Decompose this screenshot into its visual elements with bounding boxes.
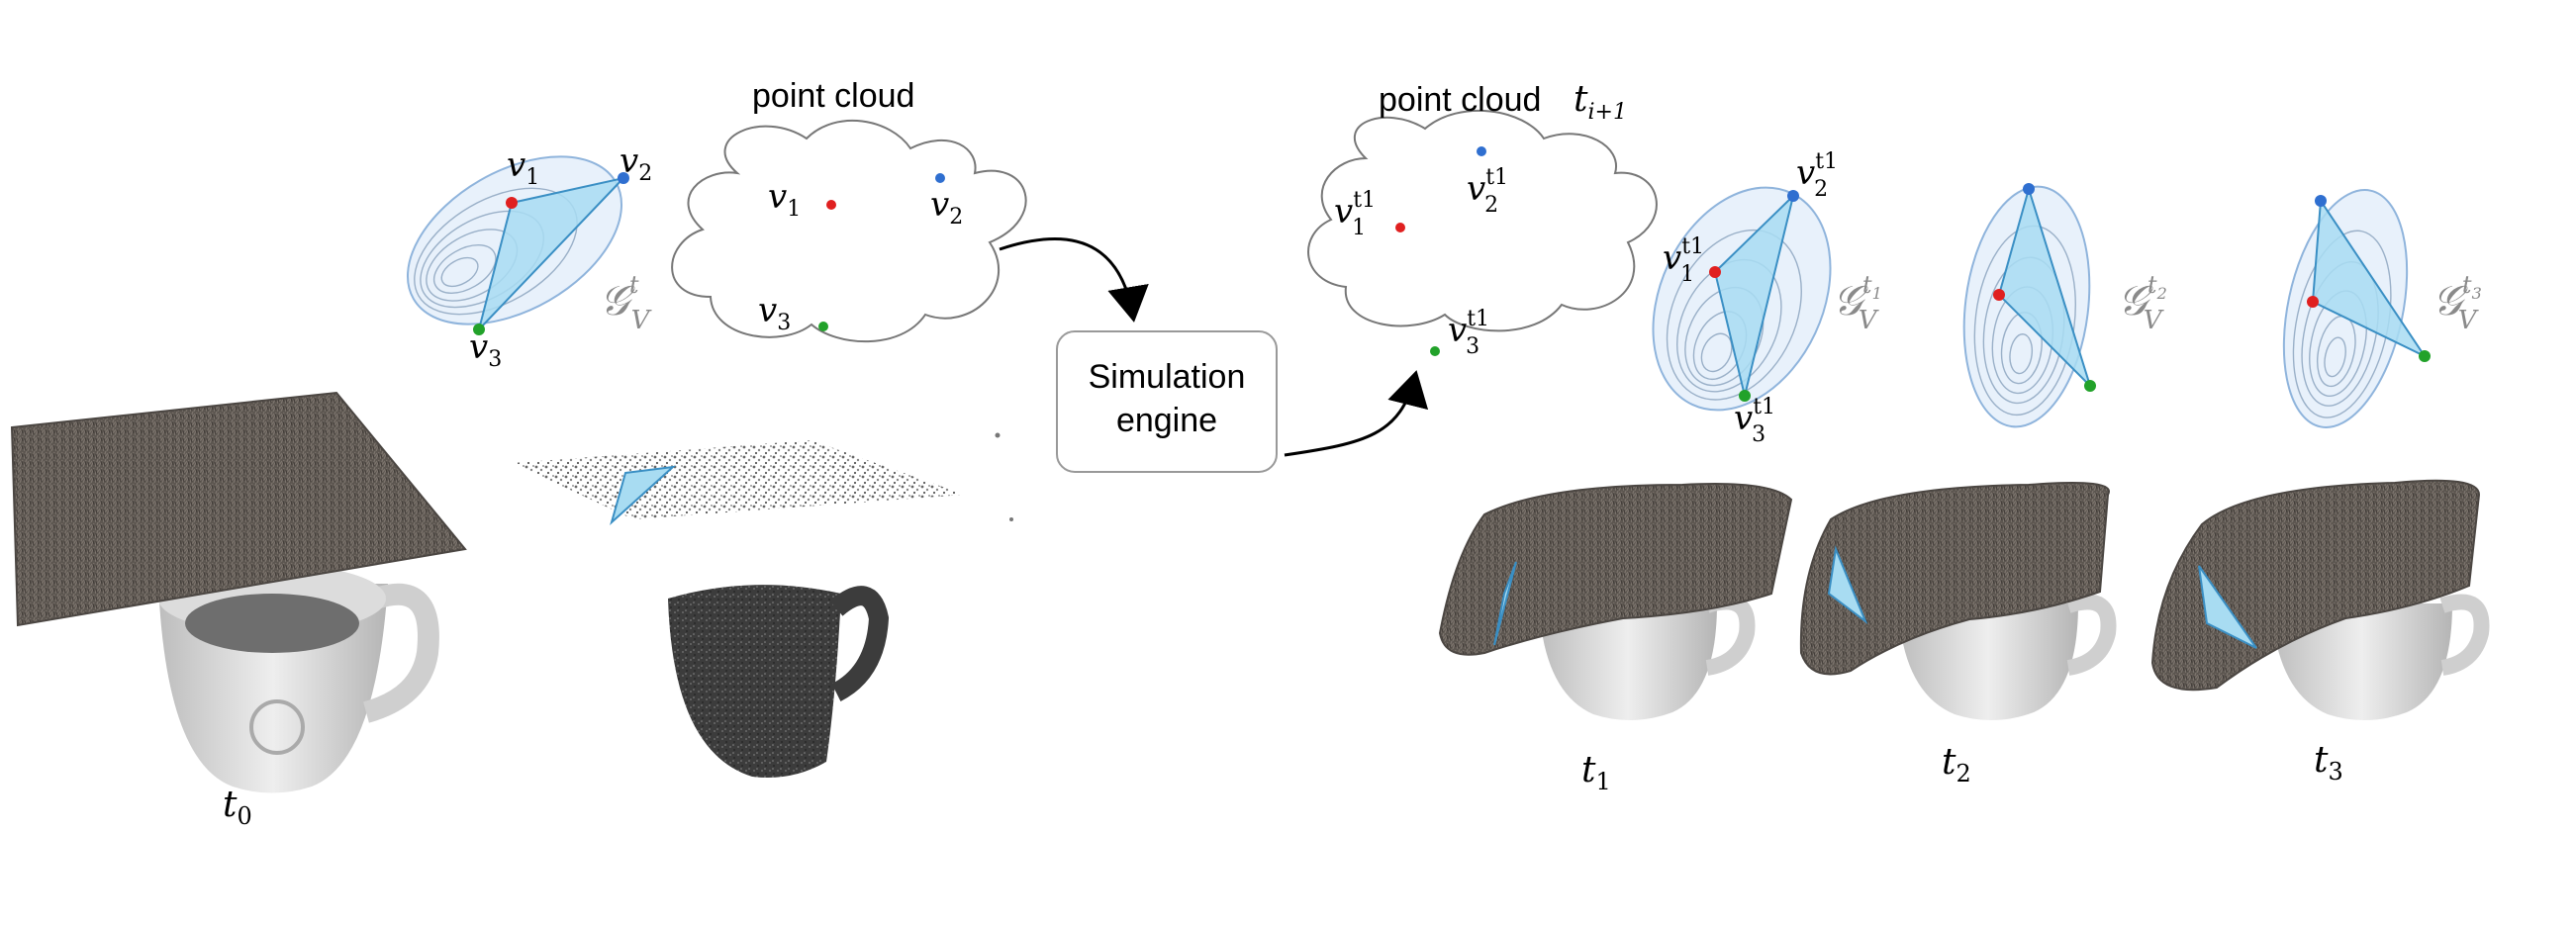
t2-vertex-3-dot	[2084, 380, 2096, 392]
vertex-3-label: v3	[469, 327, 502, 372]
speckled-cloth-triangle	[610, 465, 677, 526]
point-cloud-initial: point cloud v1 v2 v3	[671, 77, 1027, 343]
t1-vertex-1-dot	[1709, 266, 1721, 278]
speckle-dot	[995, 432, 1001, 438]
triangle-t3	[2311, 198, 2428, 359]
cloud-next-vertex-3	[1430, 346, 1440, 356]
simulation-engine-box: Simulation engine	[1056, 330, 1278, 473]
cloth-initial	[10, 391, 467, 627]
t2-vertex-2-dot	[2023, 183, 2035, 195]
frame-t1-label: t1	[1581, 750, 1611, 795]
triangle-t1	[1713, 192, 1795, 397]
engine-line1: Simulation	[1089, 358, 1246, 396]
t3-vertex-1-dot	[2307, 296, 2319, 308]
t2-vertex-1-dot	[1993, 289, 2005, 301]
cloud-vertex-3-label: v3	[758, 291, 791, 335]
frame-t1: t1	[1438, 483, 1793, 795]
cloth-t2	[1799, 481, 2110, 676]
cloud-vertex-1-label: v1	[768, 177, 801, 222]
vertex-1-dot	[506, 197, 518, 209]
triangle-initial	[477, 176, 626, 333]
frame-t2-label: t2	[1942, 742, 1971, 787]
vertex-2-label: v2	[620, 141, 652, 186]
engine-line2: engine	[1116, 402, 1217, 439]
scene-initial: t0	[10, 391, 467, 830]
triangle-on-cloth-t3	[2198, 565, 2257, 649]
triangle-on-cloth-t2	[1827, 545, 1868, 625]
cloud-next-time: ti+1	[1574, 79, 1627, 125]
point-cloud-render	[513, 432, 1013, 778]
vertex-3-dot	[473, 324, 485, 335]
cloud-vertex-2	[935, 173, 945, 183]
arrow-to-engine	[999, 237, 1149, 323]
dark-mug	[668, 585, 890, 778]
cloud-next-vertex-1	[1395, 223, 1405, 232]
t3-vertex-3-dot	[2419, 350, 2431, 362]
triangle-t2	[1997, 185, 2091, 387]
cloud-next-vertex-2	[1477, 146, 1486, 156]
cloud-vertex-2-label: v2	[930, 185, 963, 230]
mug-initial	[158, 564, 439, 793]
cloud-vertex-3	[818, 322, 828, 331]
time-label-t0: t0	[223, 785, 252, 830]
frame-t3-label: t3	[2314, 740, 2343, 786]
triangle-on-cloth-t1	[1493, 561, 1517, 646]
speckled-cloth	[513, 440, 965, 519]
cloud-next-title: point cloud	[1379, 81, 1541, 119]
vertex-2-dot	[618, 172, 629, 184]
speckle-dot	[1009, 517, 1013, 521]
t1-vertex-3-dot	[1739, 390, 1751, 402]
cloud-outline-next	[1307, 109, 1658, 332]
frame-t3: t3	[2150, 479, 2490, 786]
t3-vertex-2-dot	[2315, 195, 2327, 207]
cloud-vertex-1	[826, 200, 836, 210]
t1-vertex-2-dot	[1787, 190, 1799, 202]
vertex-1-label: v1	[507, 145, 539, 190]
cloud-outline-initial	[671, 119, 1027, 343]
frame-t2: t2	[1799, 481, 2117, 787]
cloud-initial-title: point cloud	[752, 77, 914, 115]
cloth-t1	[1438, 483, 1793, 656]
arrow-from-engine	[1284, 370, 1429, 457]
